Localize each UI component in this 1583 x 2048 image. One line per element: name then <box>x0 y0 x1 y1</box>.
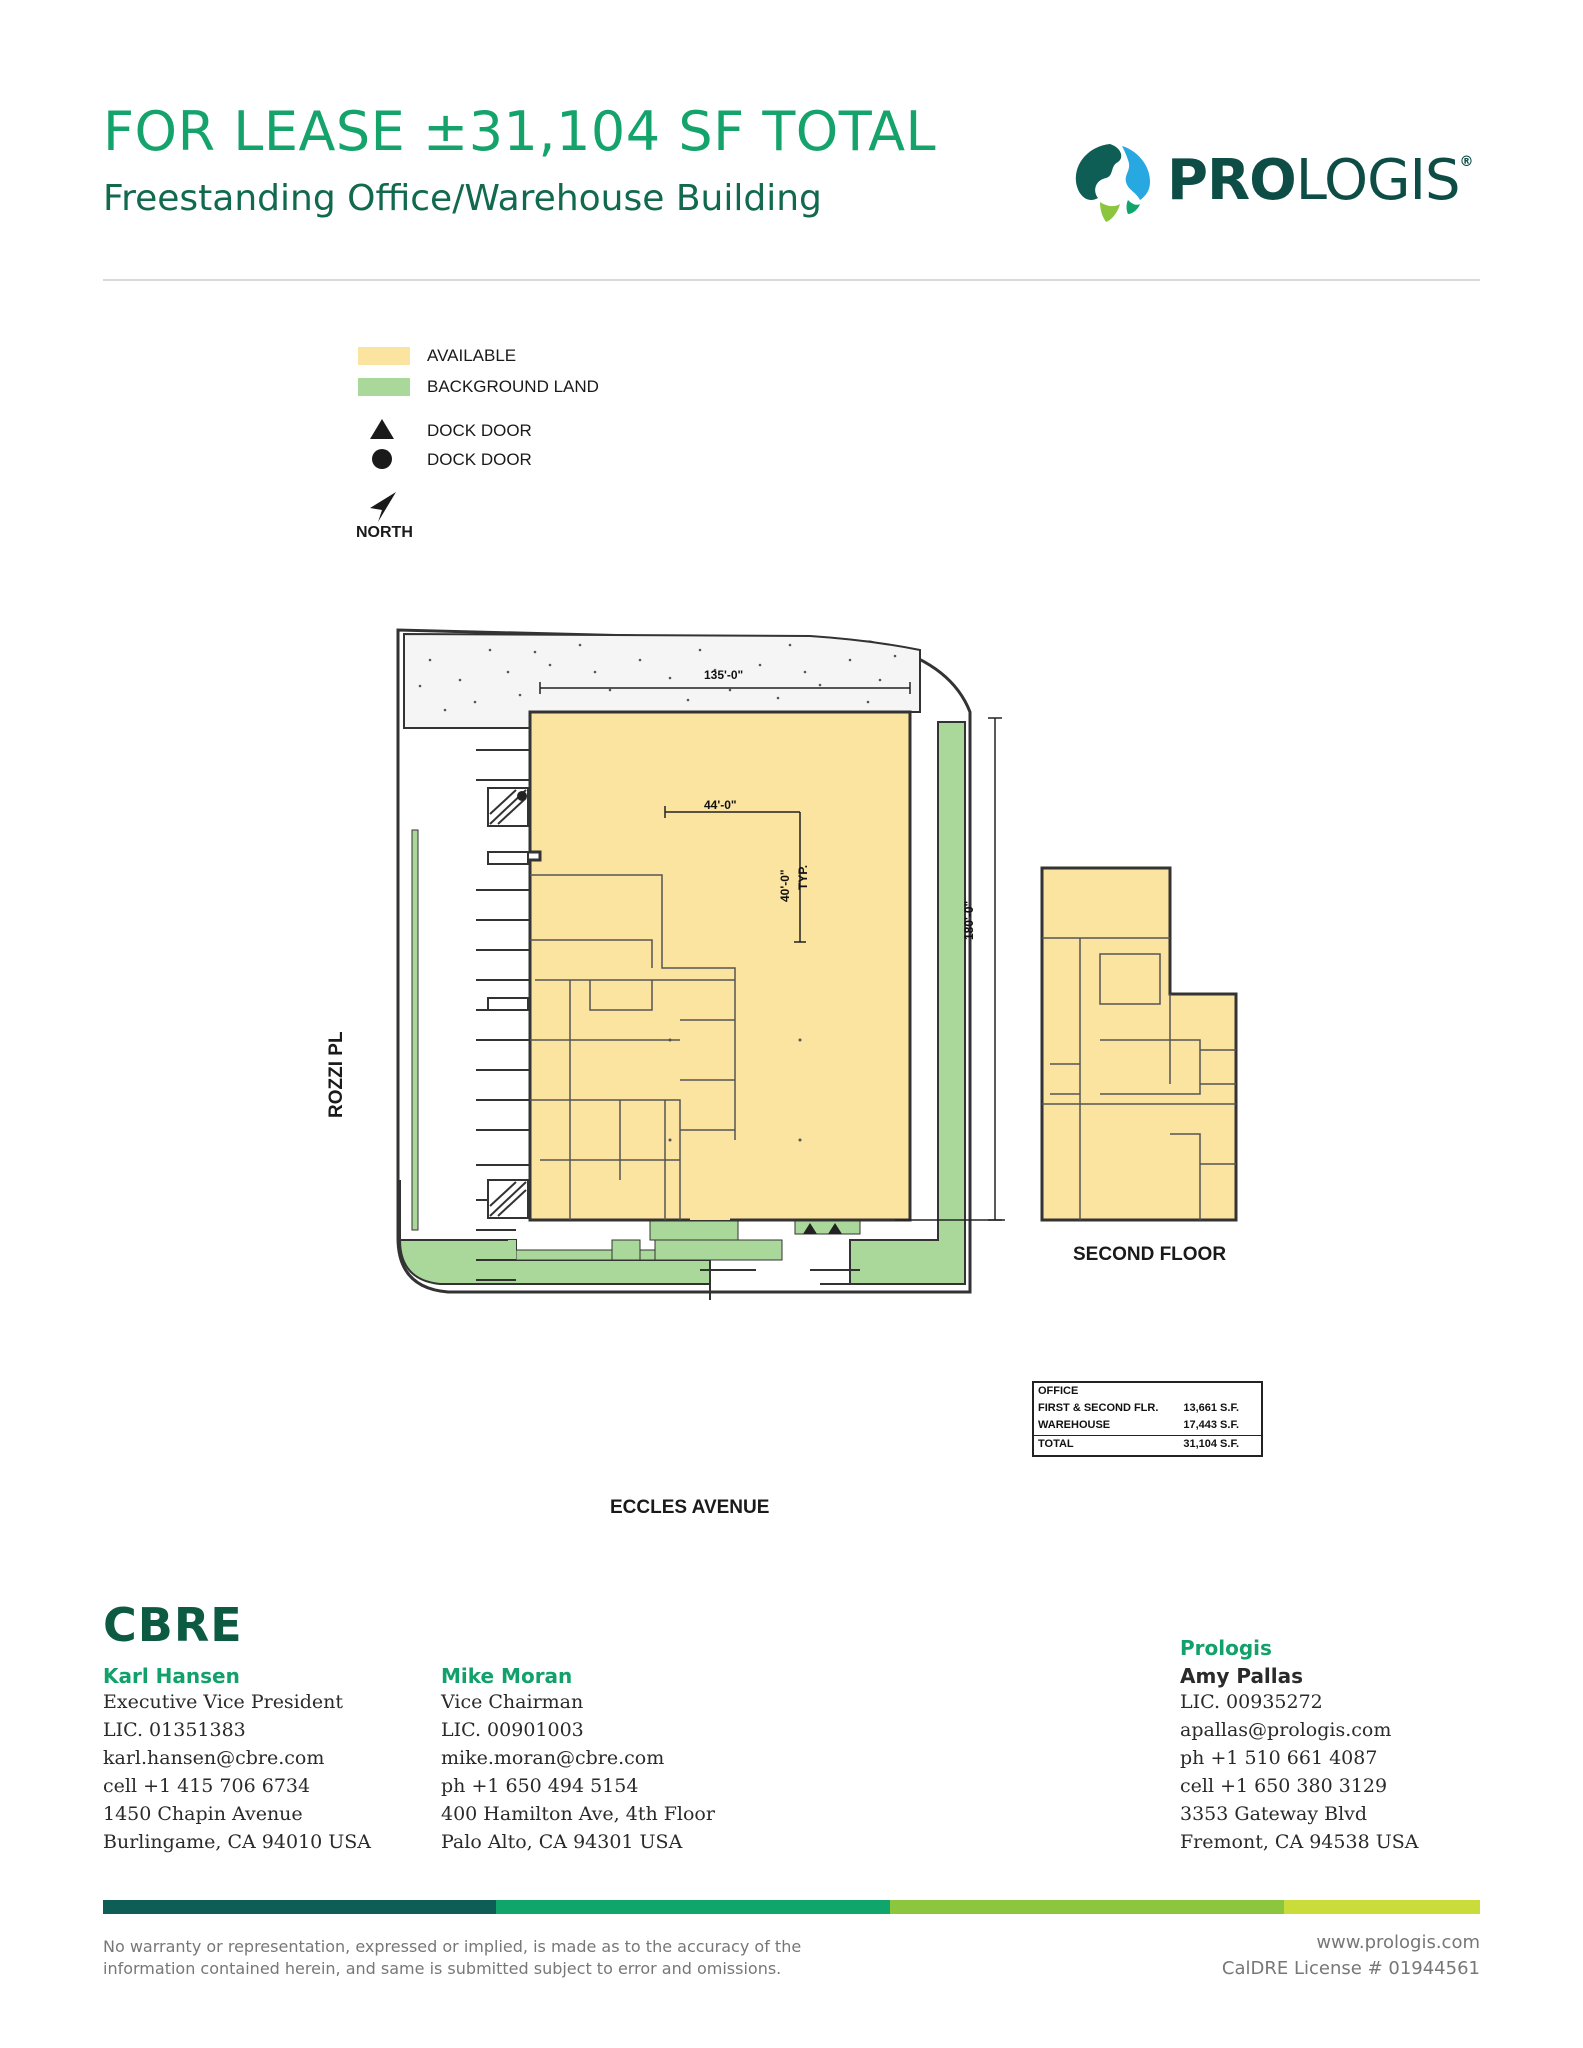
area-table-row-value: 13,661 S.F. <box>1183 1402 1239 1414</box>
triangle-icon <box>370 419 394 444</box>
dim-typ-label: TYP. <box>796 864 810 890</box>
contact-line: cell +1 650 380 3129 <box>1180 1775 1388 1797</box>
area-table-row-value: 17,443 S.F. <box>1183 1419 1239 1431</box>
legend-swatch-available <box>358 347 410 365</box>
footer-bar-segment <box>103 1900 496 1914</box>
site-plan <box>390 620 1290 1420</box>
contact-karl: Karl Hansen Executive Vice President LIC… <box>103 1664 371 1856</box>
contact-line: 1450 Chapin Avenue <box>103 1803 303 1825</box>
footer-bar-segment <box>1284 1900 1480 1914</box>
legend-label-north: NORTH <box>356 524 413 541</box>
contact-line: ph +1 510 661 4087 <box>1180 1747 1378 1769</box>
contact-line: ph +1 650 494 5154 <box>441 1775 639 1797</box>
cbre-logo: CBRE <box>103 1598 243 1652</box>
area-table-divider <box>1034 1435 1261 1436</box>
area-table: OFFICE FIRST & SECOND FLR. 13,661 S.F. W… <box>1032 1381 1263 1457</box>
legend-label-available: AVAILABLE <box>427 346 517 365</box>
disclaimer: No warranty or representation, expressed… <box>103 1937 802 1978</box>
circle-icon <box>371 448 393 475</box>
contact-line: Vice Chairman <box>441 1691 584 1713</box>
globe-leaf-icon <box>1070 140 1160 229</box>
contact-prologis: Prologis Amy Pallas LIC. 00935272 apalla… <box>1180 1636 1418 1856</box>
contact-line: cell +1 415 706 6734 <box>103 1775 311 1797</box>
contact-line: Palo Alto, CA 94301 USA <box>441 1831 683 1853</box>
contact-line: 400 Hamilton Ave, 4th Floor <box>441 1803 715 1825</box>
dim-width-label: 135'-0" <box>704 668 744 682</box>
contact-line: LIC. 00901003 <box>441 1719 584 1741</box>
area-table-row-label: WAREHOUSE <box>1038 1419 1111 1431</box>
second-floor-plan <box>1040 864 1240 1229</box>
subheadline: Freestanding Office/Warehouse Building <box>103 178 822 219</box>
dim-bay-depth-label: 40'-0" <box>778 869 792 902</box>
contact-company: Prologis <box>1180 1636 1272 1660</box>
contact-email-link[interactable]: karl.hansen@cbre.com <box>103 1747 325 1769</box>
contact-line: Executive Vice President <box>103 1691 344 1713</box>
legend-label-background-land: BACKGROUND LAND <box>427 377 599 396</box>
contact-line: LIC. 01351383 <box>103 1719 246 1741</box>
header-divider <box>103 279 1480 281</box>
dim-bay-width-label: 44'-0" <box>704 798 737 812</box>
contact-line: LIC. 00935272 <box>1180 1691 1323 1713</box>
footer-bar-segment <box>890 1900 1284 1914</box>
contact-line: 3353 Gateway Blvd <box>1180 1803 1368 1825</box>
area-table-row-label: FIRST & SECOND FLR. <box>1038 1402 1159 1414</box>
contact-line: Fremont, CA 94538 USA <box>1180 1831 1419 1853</box>
legend-label-dock-door-triangle: DOCK DOOR <box>427 421 532 440</box>
contact-name: Mike Moran <box>441 1664 573 1688</box>
prologis-logo: PROLOGIS® <box>1167 148 1474 213</box>
contact-email-link[interactable]: apallas@prologis.com <box>1180 1719 1392 1741</box>
contact-mike: Mike Moran Vice Chairman LIC. 00901003 m… <box>441 1664 715 1856</box>
area-table-row-label: TOTAL <box>1038 1438 1074 1450</box>
contact-email-link[interactable]: mike.moran@cbre.com <box>441 1747 665 1769</box>
contact-name: Karl Hansen <box>103 1664 240 1688</box>
legend-swatch-background-land <box>358 378 410 396</box>
street-label-eccles: ECCLES AVENUE <box>610 1497 770 1518</box>
contact-line: Burlingame, CA 94010 USA <box>103 1831 372 1853</box>
headline: FOR LEASE ±31,104 SF TOTAL <box>103 100 937 163</box>
legend-label-dock-door-circle: DOCK DOOR <box>427 450 532 469</box>
license-text: CalDRE License # 01944561 <box>1221 1958 1480 1979</box>
footer-bar-segment <box>496 1900 890 1914</box>
area-table-header: OFFICE <box>1038 1385 1079 1397</box>
street-label-rozzi: ROZZI PL <box>326 1031 347 1118</box>
area-table-row-value: 31,104 S.F. <box>1183 1438 1239 1450</box>
footer-right: www.prologis.com CalDRE License # 019445… <box>1222 1930 1480 1982</box>
contact-name: Amy Pallas <box>1180 1664 1304 1688</box>
dim-length-label: 180'-0" <box>962 900 976 940</box>
website-link[interactable]: www.prologis.com <box>1316 1932 1480 1953</box>
north-arrow-icon <box>366 492 398 527</box>
second-floor-label: SECOND FLOOR <box>1073 1244 1227 1265</box>
